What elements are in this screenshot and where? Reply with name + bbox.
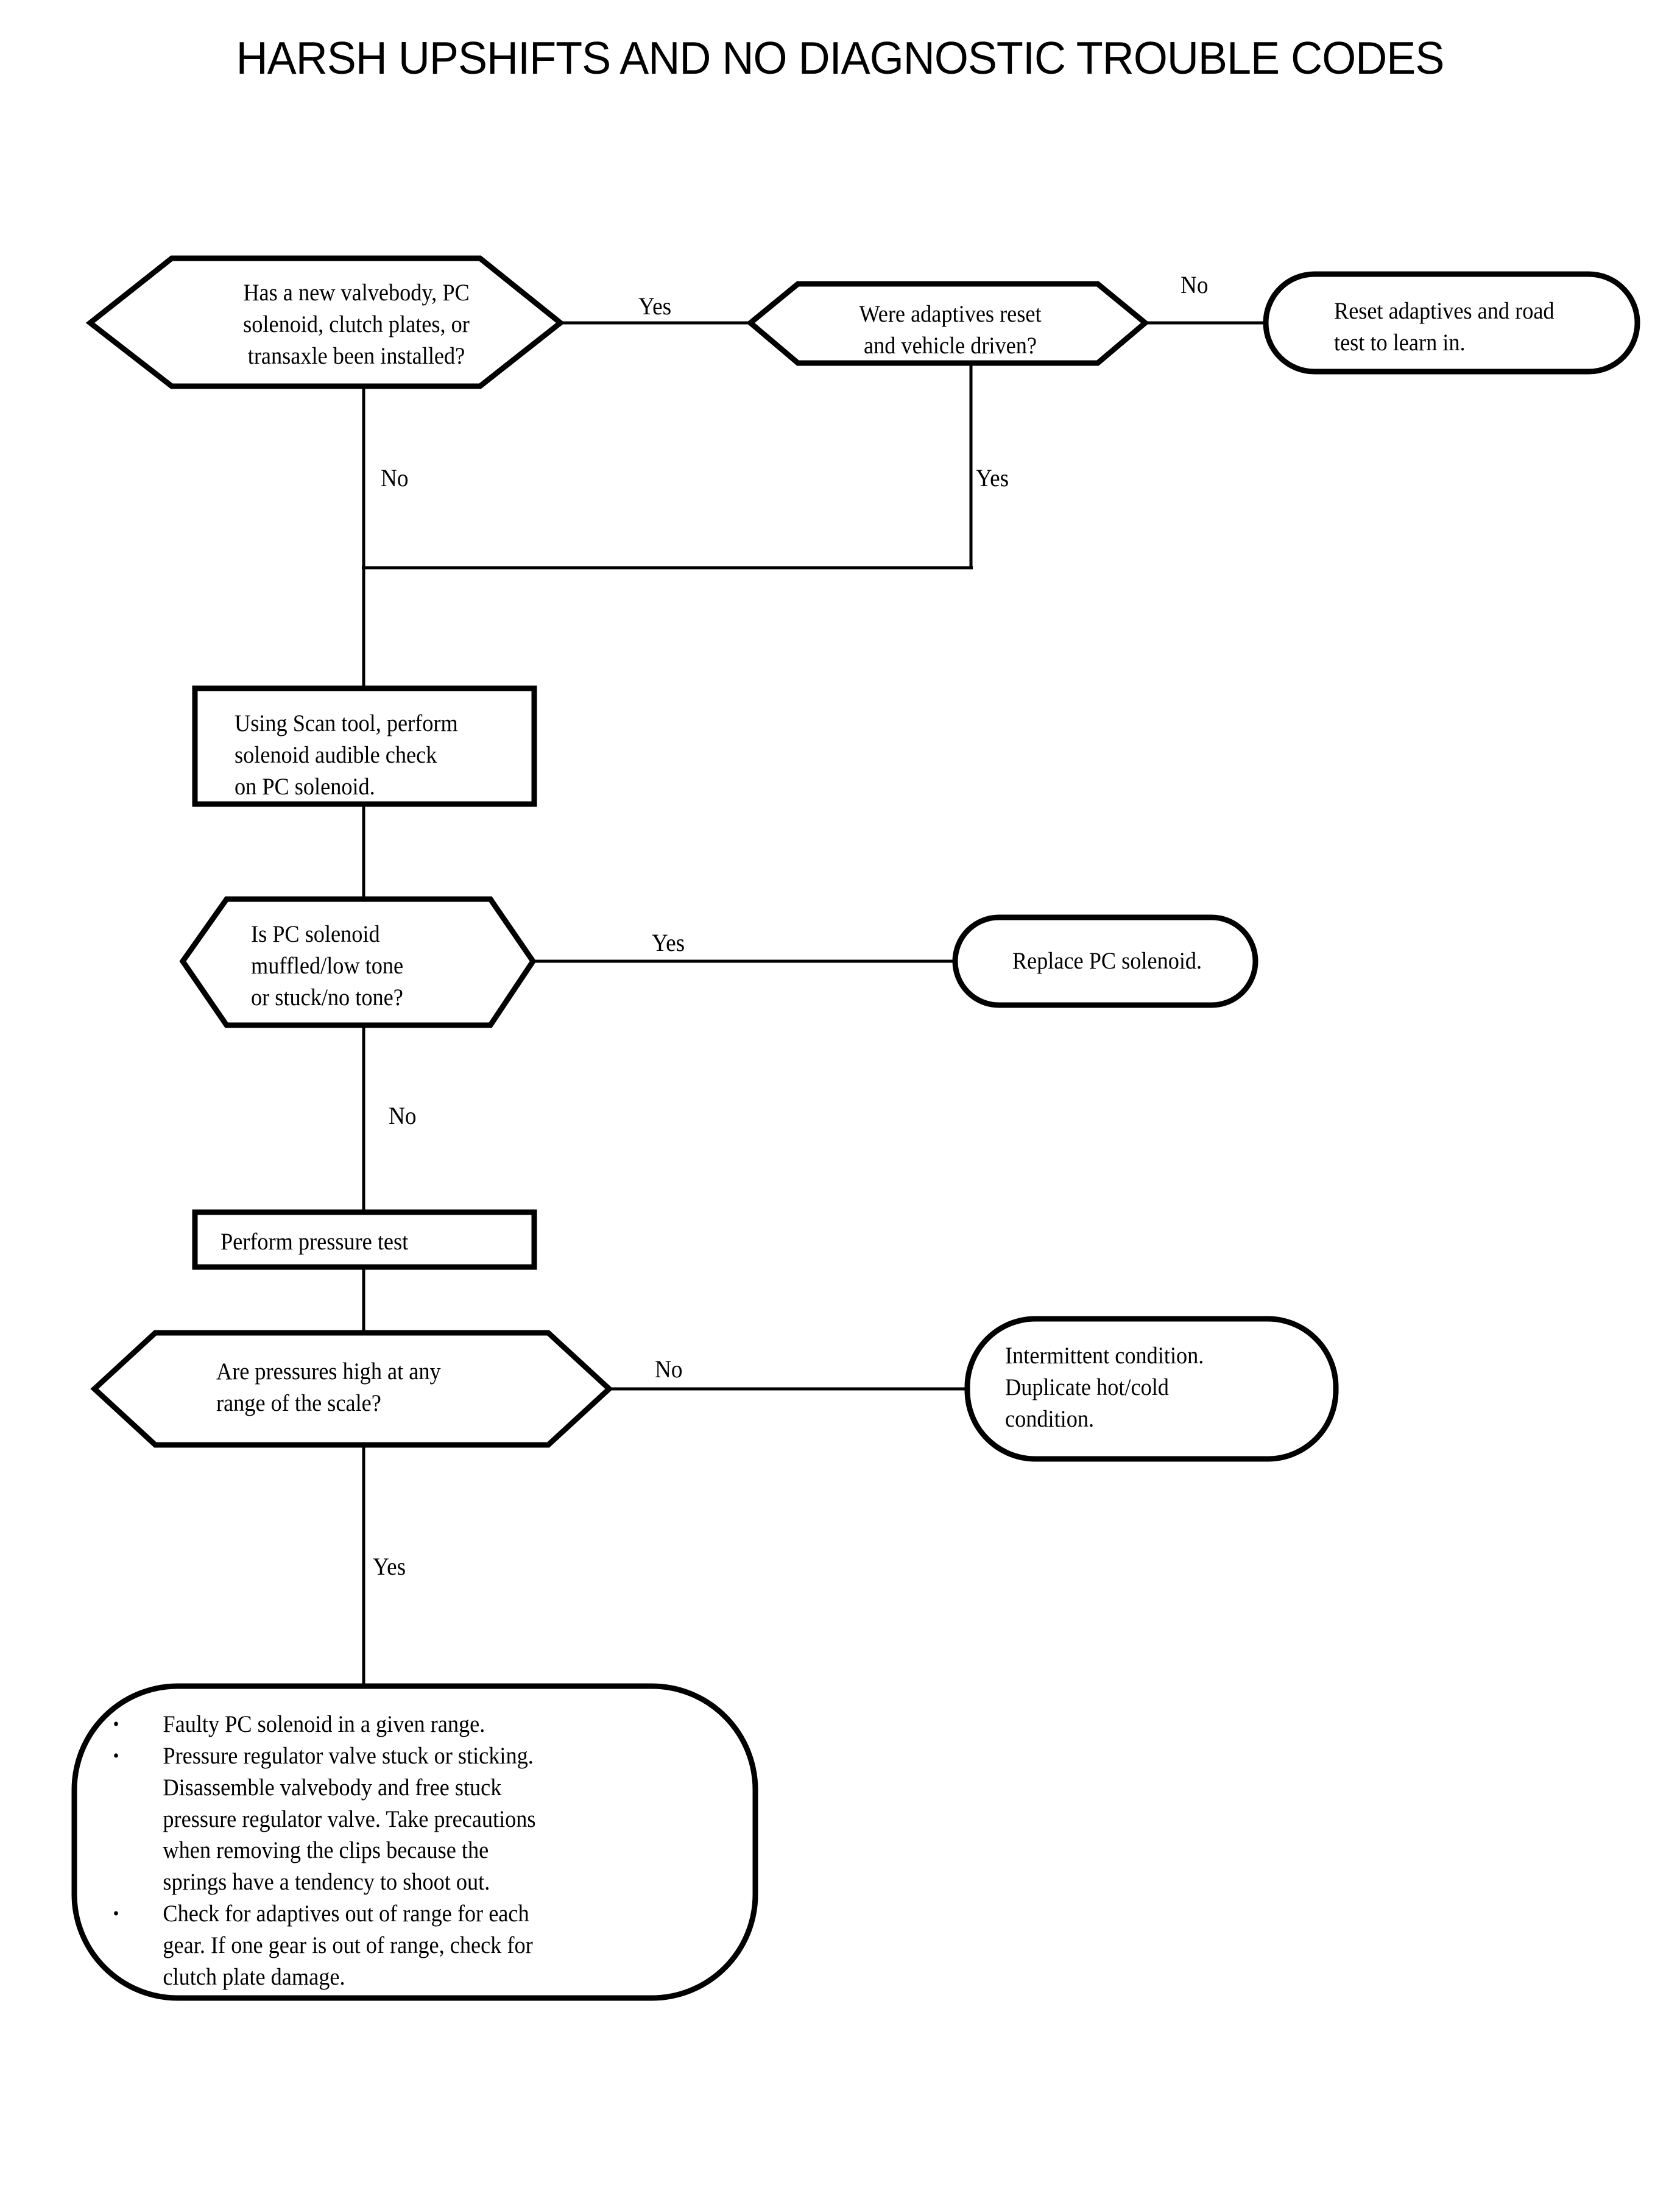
decision-solenoid-tone-label: Is PC solenoid muffled/low tone or stuck… xyxy=(251,921,404,1011)
decision-new-parts[interactable] xyxy=(85,255,565,389)
terminator-reset-adaptives-label: Reset adaptives and road test to learn i… xyxy=(1334,298,1555,356)
edge-label-solenoid-tone-yes: Yes xyxy=(652,929,685,956)
list-item: • Pressure regulator valve stuck or stic… xyxy=(110,1740,682,1898)
terminator-causes-list-body: • Faulty PC solenoid in a given range. •… xyxy=(110,1709,682,1993)
list-item-text: Check for adaptives out of range for eac… xyxy=(163,1901,533,1990)
decision-pressures-high[interactable] xyxy=(90,1330,613,1448)
decision-adaptives-reset[interactable] xyxy=(746,281,1150,366)
bullet-icon: • xyxy=(113,1745,119,1766)
decision-new-parts-label: Has a new valvebody, PC solenoid, clutch… xyxy=(243,280,470,369)
edge-label-pressures-no: No xyxy=(655,1355,683,1383)
decision-adaptives-reset-label: Were adaptives reset and vehicle driven? xyxy=(859,301,1042,359)
process-scan-tool-label: Using Scan tool, perform solenoid audibl… xyxy=(235,710,458,800)
terminator-replace-solenoid-label: Replace PC solenoid. xyxy=(1012,948,1202,974)
process-scan-tool[interactable] xyxy=(192,685,537,807)
terminator-replace-solenoid[interactable] xyxy=(952,914,1258,1008)
decision-solenoid-tone[interactable] xyxy=(179,896,537,1028)
bullet-icon: • xyxy=(113,1904,119,1924)
terminator-reset-adaptives[interactable] xyxy=(1263,271,1640,375)
edge-label-pressures-yes: Yes xyxy=(373,1553,406,1580)
edge-label-adaptives-no: No xyxy=(1181,271,1209,298)
bullet-icon: • xyxy=(113,1714,119,1734)
terminator-intermittent-label: Intermittent condition. Duplicate hot/co… xyxy=(1005,1343,1204,1432)
terminator-intermittent[interactable] xyxy=(964,1316,1339,1462)
page-title: HARSH UPSHIFTS AND NO DIAGNOSTIC TROUBLE… xyxy=(236,32,1445,83)
edge-label-solenoid-tone-no: No xyxy=(389,1102,417,1129)
edge-label-adaptives-yes: Yes xyxy=(976,464,1009,492)
edge-label-new-parts-yes: Yes xyxy=(638,292,672,320)
process-pressure-test-label: Perform pressure test xyxy=(221,1229,409,1255)
terminator-causes-list[interactable] xyxy=(71,1683,758,2001)
list-item: • Check for adaptives out of range for e… xyxy=(110,1898,682,1993)
list-item: • Faulty PC solenoid in a given range. xyxy=(110,1709,682,1740)
edge-label-new-parts-no: No xyxy=(381,464,409,492)
list-item-text: Pressure regulator valve stuck or sticki… xyxy=(163,1742,536,1896)
process-pressure-test[interactable] xyxy=(192,1209,537,1270)
list-item-text: Faulty PC solenoid in a given range. xyxy=(163,1711,485,1737)
decision-pressures-high-label: Are pressures high at any range of the s… xyxy=(216,1358,441,1416)
